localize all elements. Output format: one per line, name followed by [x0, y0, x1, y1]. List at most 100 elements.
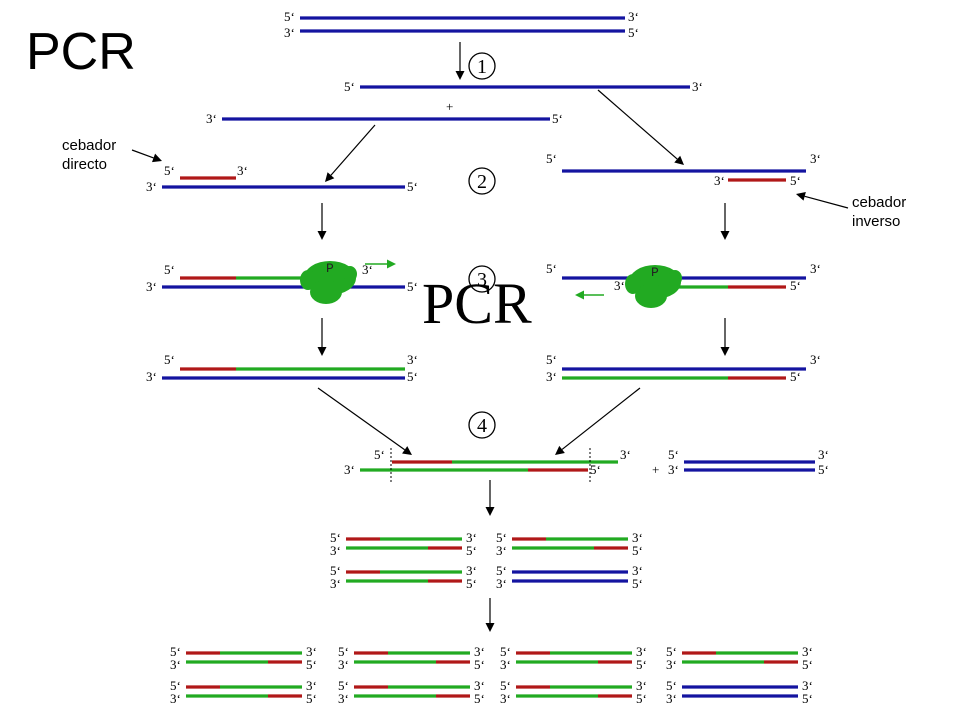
polymerase-label: P [326, 261, 334, 276]
arrow-step2-left-head [317, 231, 327, 240]
end-label: 5‘ [632, 576, 643, 591]
end-label: 3‘ [668, 462, 679, 477]
end-label: 5‘ [170, 644, 181, 659]
end-label: 5‘ [496, 563, 507, 578]
end-label: 5‘ [636, 657, 647, 672]
end-label: 3‘ [818, 447, 829, 462]
end-label: 5‘ [636, 691, 647, 706]
end-label: 5‘ [306, 691, 317, 706]
end-label: 5‘ [407, 279, 418, 294]
end-label: 3‘ [496, 576, 507, 591]
end-label: 5‘ [330, 530, 341, 545]
arrow-to-left-head [325, 172, 335, 182]
end-label: 3‘ [237, 163, 248, 178]
extension-arrow-left-head [387, 259, 396, 269]
step-4-circle-number: 4 [477, 415, 487, 437]
polymerase-label: P [651, 265, 659, 280]
plus-sign: + [446, 99, 453, 114]
end-label: 5‘ [546, 151, 557, 166]
end-label: 5‘ [170, 678, 181, 693]
end-label: 3‘ [692, 79, 703, 94]
step-2-circle-number: 2 [477, 171, 487, 193]
end-label: 3‘ [466, 530, 477, 545]
arrow-to-right-head [674, 155, 684, 165]
end-label: 3‘ [802, 678, 813, 693]
end-label: 5‘ [802, 691, 813, 706]
end-label: 5‘ [407, 179, 418, 194]
end-label: 3‘ [362, 262, 373, 277]
end-label: 5‘ [284, 9, 295, 24]
end-label: 5‘ [164, 262, 175, 277]
end-label: 5‘ [466, 543, 477, 558]
end-label: 5‘ [164, 352, 175, 367]
end-label: 5‘ [306, 657, 317, 672]
end-label: 3‘ [632, 530, 643, 545]
step-1-circle [468, 52, 496, 80]
end-label: 3‘ [500, 657, 511, 672]
extension-arrow-right-head [575, 290, 584, 300]
end-label: 5‘ [496, 530, 507, 545]
end-label: 3‘ [666, 691, 677, 706]
arrow-step3-left-head [317, 347, 327, 356]
end-label: 3‘ [170, 691, 181, 706]
end-label: 5‘ [666, 678, 677, 693]
end-label: 3‘ [474, 678, 485, 693]
end-label: 5‘ [338, 644, 349, 659]
end-label: 5‘ [666, 644, 677, 659]
end-label: 5‘ [338, 678, 349, 693]
end-label: 5‘ [466, 576, 477, 591]
end-label: 5‘ [628, 25, 639, 40]
end-label: 5‘ [790, 369, 801, 384]
arrow-step1-head [455, 71, 465, 80]
end-label: 5‘ [546, 261, 557, 276]
end-label: 3‘ [810, 352, 821, 367]
polymerase-left-lobe [343, 266, 357, 282]
arrow-step3-right-head [720, 347, 730, 356]
end-label: 5‘ [818, 462, 829, 477]
arrow-to-step4-right-head [555, 445, 565, 455]
polymerase-right-lobe [625, 274, 641, 294]
end-label: 5‘ [590, 462, 601, 477]
reverse-primer-label: cebador inverso [852, 194, 907, 230]
step-2-circle [468, 167, 496, 195]
arrow-step4-down-head [485, 507, 495, 516]
polymerase-right-lobe [668, 270, 682, 286]
end-label: 5‘ [802, 657, 813, 672]
reverse-primer-pointer-head [796, 191, 806, 201]
end-label: 3‘ [620, 447, 631, 462]
end-label: 3‘ [714, 173, 725, 188]
arrow-to-step4-left-head [402, 446, 412, 455]
arrow-to-left [330, 124, 376, 176]
end-label: 5‘ [790, 173, 801, 188]
polymerase-left-lobe [310, 280, 342, 304]
step-3-circle [468, 265, 496, 293]
end-label: 3‘ [338, 657, 349, 672]
arrow-to-right [597, 89, 678, 160]
end-label: 3‘ [500, 691, 511, 706]
end-label: 3‘ [306, 678, 317, 693]
end-label: 3‘ [636, 644, 647, 659]
arrow-to-step4-right [561, 387, 641, 450]
end-label: 3‘ [666, 657, 677, 672]
arrow-to-step4-left [317, 387, 406, 451]
plus-sign: + [652, 462, 659, 477]
end-label: 5‘ [552, 111, 563, 126]
forward-primer-pointer-head [152, 153, 162, 163]
end-label: 3‘ [496, 543, 507, 558]
end-label: 5‘ [790, 278, 801, 293]
end-label: 3‘ [474, 644, 485, 659]
end-label: 3‘ [632, 563, 643, 578]
end-label: 3‘ [546, 369, 557, 384]
end-label: 3‘ [636, 678, 647, 693]
end-label: 5‘ [344, 79, 355, 94]
end-label: 3‘ [810, 151, 821, 166]
forward-primer-label: cebador directo [62, 137, 117, 173]
overlay-text: PCR [422, 271, 532, 336]
end-label: 5‘ [330, 563, 341, 578]
end-label: 3‘ [146, 369, 157, 384]
end-label: 5‘ [546, 352, 557, 367]
step-3-circle-number: 3 [477, 269, 487, 291]
polymerase-right-lobe [635, 284, 667, 308]
